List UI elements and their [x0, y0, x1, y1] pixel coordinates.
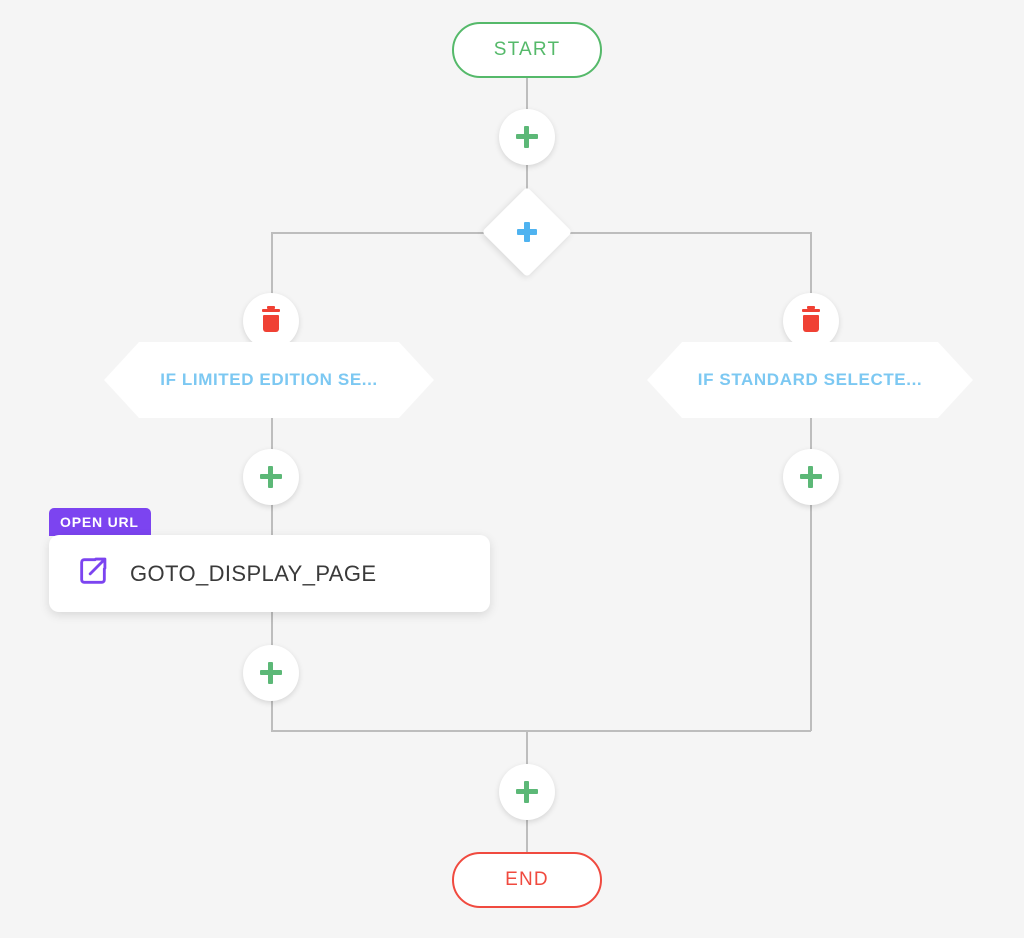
- add-step-after-start-button[interactable]: [499, 109, 555, 165]
- delete-left-condition-button[interactable]: [243, 293, 299, 349]
- action-card-badge: OPEN URL: [49, 508, 151, 536]
- connector-merge-bottom-bar: [271, 730, 811, 732]
- action-card-open-url[interactable]: GOTO_DISPLAY_PAGE: [49, 535, 490, 612]
- delete-right-condition-button[interactable]: [783, 293, 839, 349]
- connector-merge-to-plus: [526, 730, 528, 774]
- connector-left-plus-to-card: [271, 495, 273, 535]
- condition-node-left[interactable]: IF LIMITED EDITION SE...: [104, 342, 434, 418]
- add-step-before-end-button[interactable]: [499, 764, 555, 820]
- start-node-label: START: [493, 39, 561, 60]
- start-node[interactable]: START: [452, 22, 602, 78]
- plus-icon: [800, 466, 822, 488]
- condition-node-right[interactable]: IF STANDARD SELECTE...: [647, 342, 973, 418]
- plus-icon: [260, 466, 282, 488]
- condition-right-label: IF STANDARD SELECTE...: [697, 370, 923, 389]
- action-card-label: GOTO_DISPLAY_PAGE: [130, 560, 377, 586]
- add-step-left-branch-top-button[interactable]: [243, 449, 299, 505]
- branch-diamond-node[interactable]: [481, 186, 573, 278]
- external-link-icon: [76, 554, 110, 593]
- plus-icon: [517, 222, 537, 242]
- connector-right-branch-down: [810, 232, 812, 332]
- end-node-label: END: [505, 869, 549, 890]
- connector-left-plus-to-merge: [271, 690, 273, 731]
- connector-left-branch-down: [271, 232, 273, 332]
- connector-right-plus-to-merge: [810, 495, 812, 731]
- connector-left-hex-to-plus: [271, 418, 273, 458]
- plus-icon: [516, 126, 538, 148]
- trash-icon: [800, 306, 822, 333]
- connector-start-to-plus: [526, 78, 528, 138]
- add-step-left-branch-bottom-button[interactable]: [243, 645, 299, 701]
- condition-left-label: IF LIMITED EDITION SE...: [160, 370, 378, 389]
- add-step-right-branch-top-button[interactable]: [783, 449, 839, 505]
- end-node[interactable]: END: [452, 852, 602, 908]
- plus-icon: [516, 781, 538, 803]
- connector-plus-to-diamond: [526, 160, 528, 204]
- plus-icon: [260, 662, 282, 684]
- connector-plus-to-end: [526, 812, 528, 854]
- connector-left-card-to-plus: [271, 612, 273, 654]
- connector-right-hex-to-plus: [810, 418, 812, 458]
- trash-icon: [260, 306, 282, 333]
